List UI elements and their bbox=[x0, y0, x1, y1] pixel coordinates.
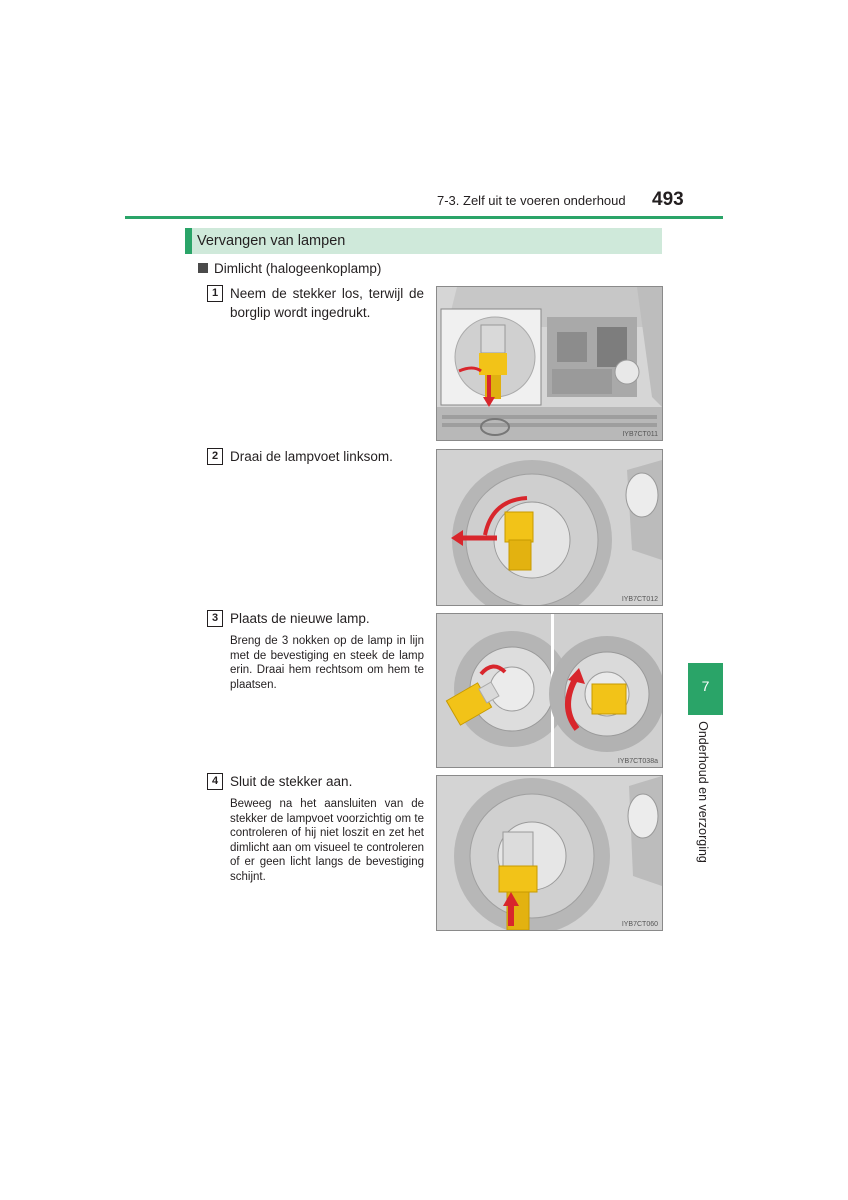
running-header: 7-3. Zelf uit te voeren onderhoud bbox=[437, 193, 626, 208]
section-accent bbox=[185, 228, 192, 254]
step-3-illustration: IYB7CT038a bbox=[436, 613, 663, 768]
chapter-title: Onderhoud en verzorging bbox=[696, 721, 710, 863]
image-code: IYB7CT012 bbox=[621, 596, 658, 603]
step-4-text: Sluit de stekker aan. bbox=[230, 774, 353, 789]
step-2-text: Draai de lampvoet linksom. bbox=[230, 449, 393, 464]
section-title-bar: Vervangen van lampen bbox=[185, 228, 662, 254]
step-number-4: 4 bbox=[207, 773, 223, 790]
image-code: IYB7CT038a bbox=[617, 758, 658, 765]
step-number-3: 3 bbox=[207, 610, 223, 627]
step-2-illustration: IYB7CT012 bbox=[436, 449, 663, 606]
image-code: IYB7CT060 bbox=[621, 921, 658, 928]
subsection-title: Dimlicht (halogeenkoplamp) bbox=[214, 261, 382, 276]
subsection-heading: Dimlicht (halogeenkoplamp) bbox=[198, 261, 381, 276]
step-number-1: 1 bbox=[207, 285, 223, 302]
step-number-2: 2 bbox=[207, 448, 223, 465]
page-number: 493 bbox=[652, 189, 684, 210]
chapter-side-label: Onderhoud en verzorging bbox=[690, 721, 716, 874]
section-title: Vervangen van lampen bbox=[197, 233, 346, 249]
chapter-tab: 7 bbox=[688, 663, 723, 715]
chapter-number: 7 bbox=[701, 678, 710, 694]
step-1-illustration: IYB7CT011 bbox=[436, 286, 663, 441]
step-3-text: Plaats de nieuwe lamp. bbox=[230, 611, 370, 626]
step-4-illustration: IYB7CT060 bbox=[436, 775, 663, 931]
image-code: IYB7CT011 bbox=[622, 431, 658, 438]
step-3-note: Breng de 3 nokken op de lamp in lijn met… bbox=[230, 635, 424, 691]
square-bullet-icon bbox=[198, 263, 208, 273]
header-divider bbox=[125, 216, 723, 219]
step-1-text: Neem de stekker los, terwijl de borglip … bbox=[230, 286, 424, 320]
step-4-note: Beweeg na het aansluiten van de stekker … bbox=[230, 798, 424, 883]
